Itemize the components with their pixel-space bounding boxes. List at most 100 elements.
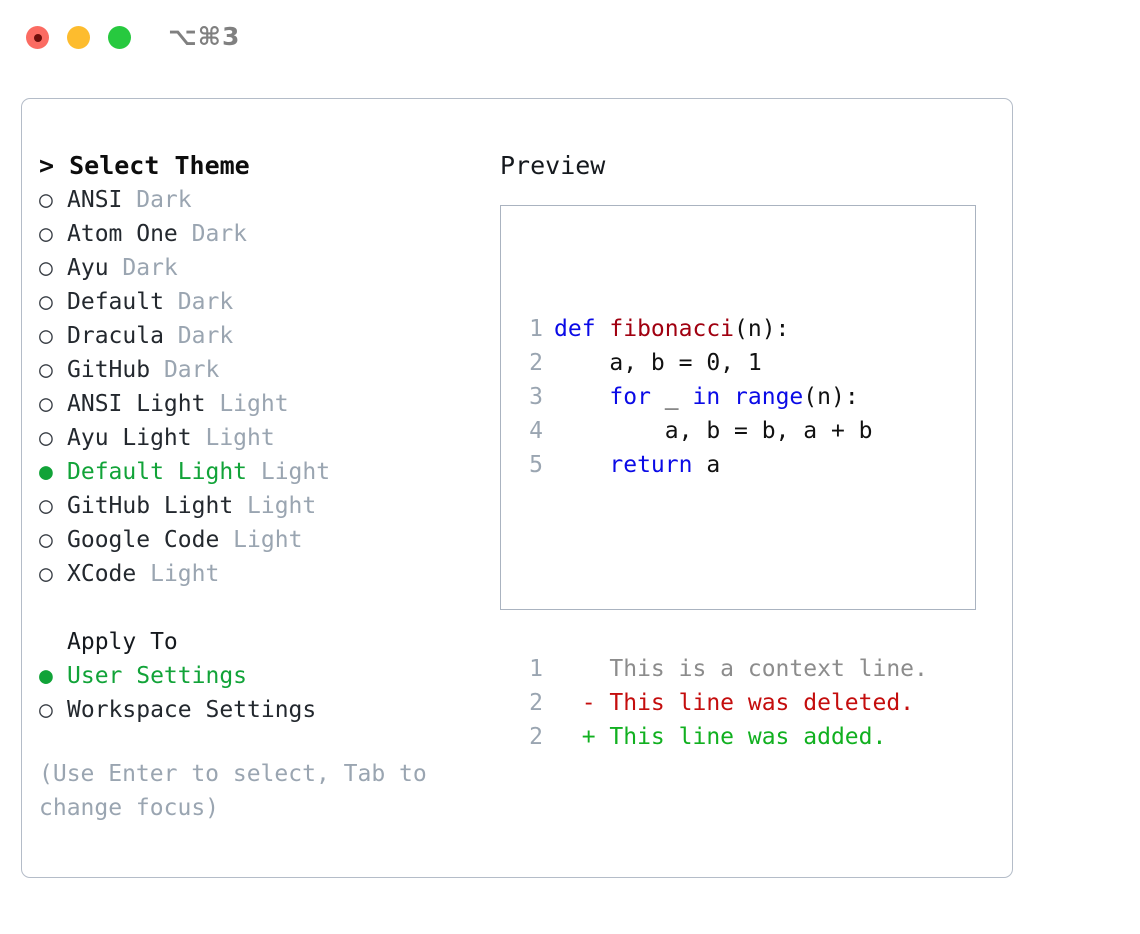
apply-to-option-workspace-settings[interactable]: ○ Workspace Settings bbox=[39, 693, 469, 727]
theme-option-github-light[interactable]: ○GitHub Light Light bbox=[39, 489, 469, 523]
keyboard-hint-text: (Use Enter to select, Tab to change focu… bbox=[39, 761, 427, 821]
theme-option-category: Dark bbox=[163, 289, 234, 315]
theme-option-default[interactable]: ○ Default Dark bbox=[39, 285, 469, 319]
title-bar: ⌥⌘3 bbox=[0, 0, 1140, 78]
radio-selected-icon: ● bbox=[39, 459, 53, 485]
theme-option-label: Default bbox=[67, 289, 164, 315]
radio-selected-icon: ● bbox=[39, 663, 53, 689]
theme-option-category: Dark bbox=[177, 221, 248, 247]
code-token-txt: a, b = 0, 1 bbox=[554, 350, 762, 376]
code-token-txt: (n): bbox=[803, 384, 859, 410]
theme-option-github[interactable]: ○ GitHub Dark bbox=[39, 353, 469, 387]
code-token-txt: (n): bbox=[734, 316, 790, 342]
maximize-window-icon[interactable] bbox=[108, 26, 131, 49]
code-token-txt bbox=[720, 384, 734, 410]
theme-option-atom-one[interactable]: ○ Atom One Dark bbox=[39, 217, 469, 251]
theme-option-category: Light bbox=[191, 425, 275, 451]
theme-option-default-light[interactable]: ●Default Light Light bbox=[39, 455, 469, 489]
theme-option-ayu-light[interactable]: ○ Ayu Light Light bbox=[39, 421, 469, 455]
code-line-number: 4 bbox=[529, 418, 543, 444]
diff-line-number: 1 bbox=[529, 656, 543, 682]
code-line-content: a, b = b, a + b bbox=[554, 414, 873, 448]
radio-unselected-icon: ○ bbox=[39, 289, 53, 315]
close-window-icon[interactable] bbox=[26, 26, 49, 49]
code-token-kw: def bbox=[554, 316, 610, 342]
theme-option-label: Ayu bbox=[67, 255, 109, 281]
theme-selection-pane: > Select Theme ○ANSI Dark○Atom One Dark○… bbox=[39, 149, 469, 825]
code-token-txt bbox=[554, 452, 609, 478]
code-line-content: a, b = 0, 1 bbox=[554, 346, 762, 380]
diff-line-number: 2 bbox=[529, 690, 543, 716]
traffic-light-controls bbox=[26, 26, 131, 49]
apply-to-option-label: Workspace Settings bbox=[67, 697, 317, 723]
list-spacer bbox=[39, 591, 469, 625]
theme-option-label: Default Light bbox=[67, 459, 248, 485]
radio-unselected-icon: ○ bbox=[39, 561, 53, 587]
theme-option-ansi[interactable]: ○ANSI Dark bbox=[39, 183, 469, 217]
theme-option-label: XCode bbox=[67, 561, 137, 587]
theme-option-ansi-light[interactable]: ○ANSI Light Light bbox=[39, 387, 469, 421]
theme-option-label: GitHub Light bbox=[67, 493, 234, 519]
theme-option-xcode[interactable]: ○ XCode Light bbox=[39, 557, 469, 591]
radio-unselected-icon: ○ bbox=[39, 187, 53, 213]
radio-unselected-icon: ○ bbox=[39, 527, 53, 553]
diff-line-number: 2 bbox=[529, 724, 543, 750]
theme-option-label: Atom One bbox=[67, 221, 178, 247]
theme-option-label: Ayu Light bbox=[67, 425, 192, 451]
code-line: 5 return a bbox=[513, 448, 928, 482]
code-line-content: return a bbox=[554, 448, 720, 482]
radio-unselected-icon: ○ bbox=[39, 221, 53, 247]
code-line-number: 3 bbox=[529, 384, 543, 410]
code-token-txt: a bbox=[692, 452, 721, 478]
radio-unselected-icon: ○ bbox=[39, 357, 53, 383]
diff-line: 2 - This line was deleted. bbox=[513, 686, 928, 720]
apply-to-option-user-settings[interactable]: ●User Settings bbox=[39, 659, 469, 693]
theme-option-ayu[interactable]: ○Ayu Dark bbox=[39, 251, 469, 285]
theme-option-label: Google Code bbox=[67, 527, 220, 553]
page-title: > Select Theme bbox=[39, 151, 250, 180]
code-token-kw: in bbox=[692, 384, 721, 410]
theme-option-category: Light bbox=[233, 493, 317, 519]
apply-to-list: ●User Settings ○ Workspace Settings bbox=[39, 659, 469, 727]
diff-line-content: - This line was deleted. bbox=[554, 690, 915, 716]
theme-option-label: ANSI bbox=[67, 187, 123, 213]
theme-option-label: Dracula bbox=[67, 323, 164, 349]
theme-picker-dialog: > Select Theme ○ANSI Dark○Atom One Dark○… bbox=[21, 98, 1013, 878]
theme-option-dracula[interactable]: ○Dracula Dark bbox=[39, 319, 469, 353]
radio-unselected-icon: ○ bbox=[39, 697, 53, 723]
diff-line-content: + This line was added. bbox=[554, 724, 887, 750]
theme-option-label: ANSI Light bbox=[67, 391, 206, 417]
theme-option-category: Light bbox=[136, 561, 220, 587]
apply-to-header: Apply To bbox=[67, 629, 178, 655]
code-token-txt bbox=[554, 384, 609, 410]
code-token-fn: fibonacci bbox=[609, 316, 735, 342]
preview-title: Preview bbox=[500, 151, 606, 180]
code-line: 4 a, b = b, a + b bbox=[513, 414, 928, 448]
diff-line: 2 + This line was added. bbox=[513, 720, 928, 754]
theme-option-category: Dark bbox=[150, 357, 220, 383]
code-line-content: def fibonacci(n): bbox=[554, 312, 789, 346]
radio-unselected-icon: ○ bbox=[39, 391, 53, 417]
code-line-number: 1 bbox=[529, 316, 543, 342]
code-token-kw: return bbox=[609, 452, 693, 478]
code-line-number: 5 bbox=[529, 452, 543, 478]
code-line: 1 def fibonacci(n): bbox=[513, 312, 928, 346]
code-token-txt: _ bbox=[650, 384, 693, 410]
radio-unselected-icon: ○ bbox=[39, 425, 53, 451]
keyboard-shortcut-label: ⌥⌘3 bbox=[168, 22, 241, 51]
theme-option-label: GitHub bbox=[67, 357, 151, 383]
code-blank-line bbox=[513, 550, 928, 584]
diff-sample: 1 This is a context line. 2 - This line w… bbox=[513, 652, 928, 754]
theme-option-google-code[interactable]: ○ Google Code Light bbox=[39, 523, 469, 557]
code-line: 3 for _ in range(n): bbox=[513, 380, 928, 414]
code-line: 2 a, b = 0, 1 bbox=[513, 346, 928, 380]
minimize-window-icon[interactable] bbox=[67, 26, 90, 49]
code-token-kw: range bbox=[734, 384, 804, 410]
radio-unselected-icon: ○ bbox=[39, 323, 53, 349]
diff-line-content: This is a context line. bbox=[554, 656, 928, 682]
theme-option-category: Light bbox=[219, 527, 303, 553]
